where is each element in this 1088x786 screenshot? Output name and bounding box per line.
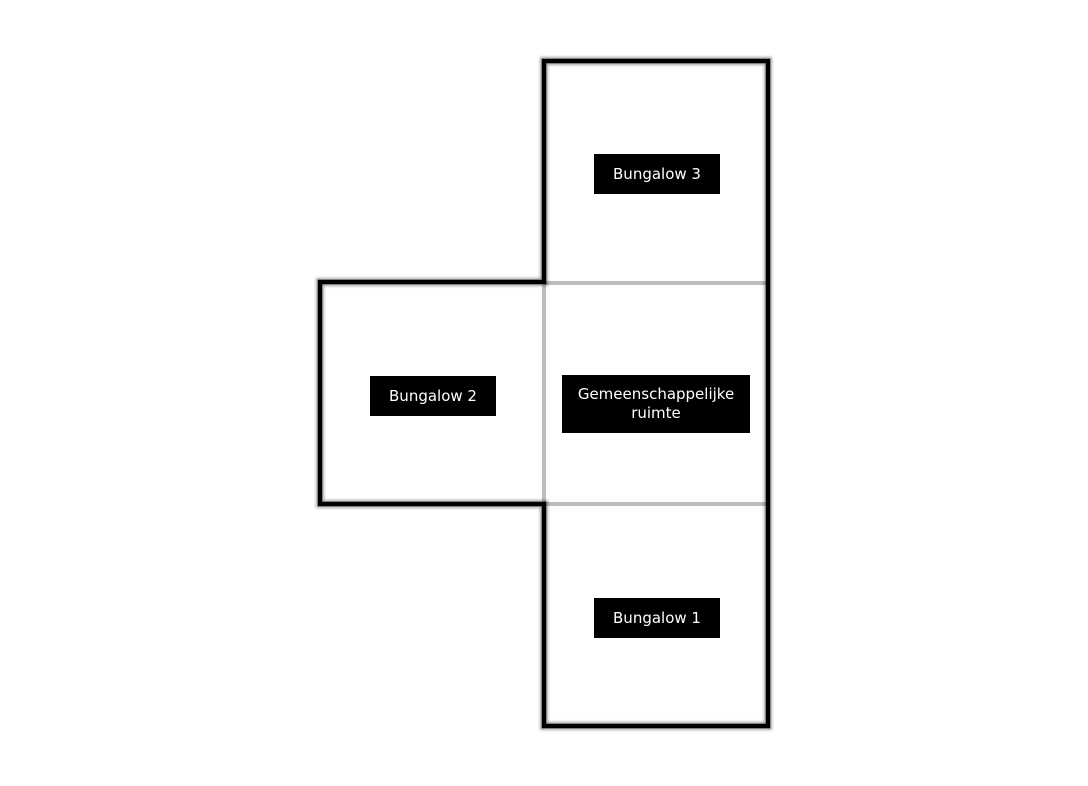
room-label-bungalow-2: Bungalow 2	[370, 376, 496, 416]
building-outline	[317, 58, 771, 729]
room-label-bungalow-3: Bungalow 3	[594, 154, 720, 194]
room-label-bungalow-1: Bungalow 1	[594, 598, 720, 638]
inner-dividers	[542, 281, 768, 506]
room-label-common-room: Gemeenschappelijke ruimte	[562, 375, 750, 433]
